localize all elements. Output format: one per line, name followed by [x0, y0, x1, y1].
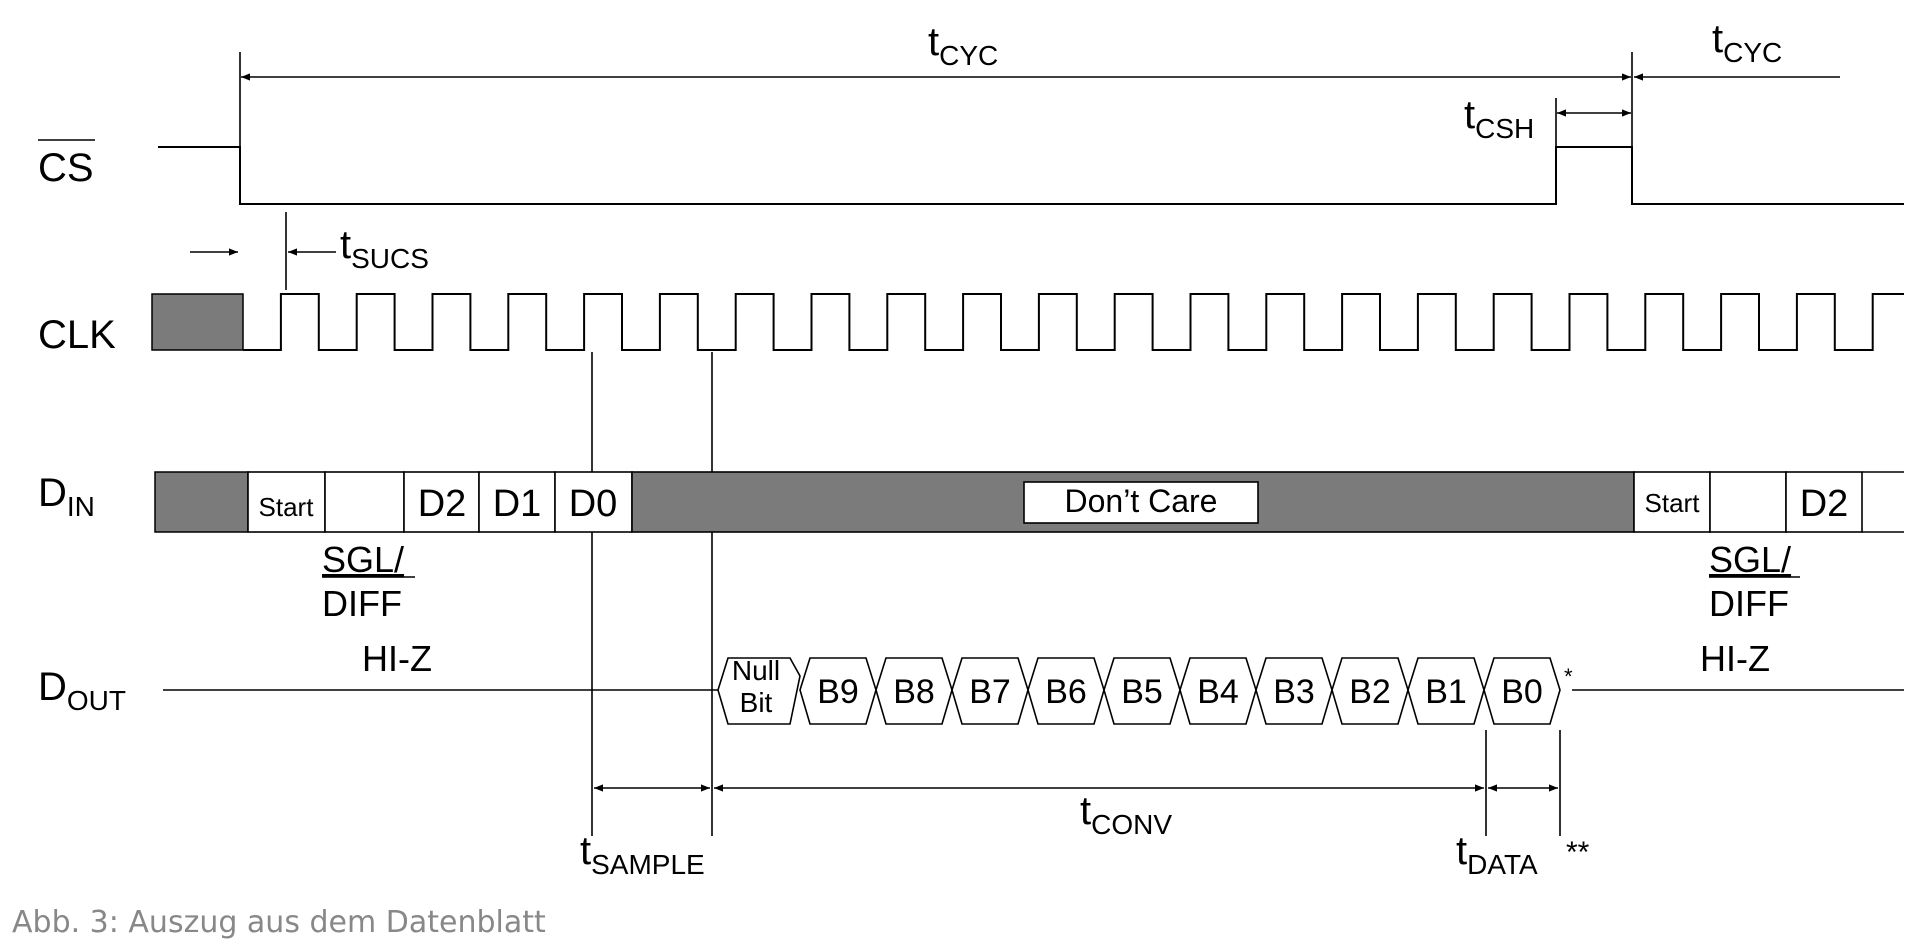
din-d2-text: D2: [418, 483, 467, 525]
dout-bit-label: B4: [1197, 673, 1239, 711]
tdata-label: tDATA: [1456, 829, 1538, 880]
dout-bit-label: B6: [1045, 673, 1087, 711]
din-label: DIN: [38, 471, 95, 522]
din-sgl-diff-bit-2: [1709, 471, 1787, 533]
hiz-text-2: HI-Z: [1700, 638, 1770, 679]
dout-label: DOUT: [38, 665, 126, 716]
clk-label: CLK: [38, 313, 116, 357]
tcyc2-label: tCYC: [1712, 17, 1782, 68]
din-undefined-region: [154, 471, 249, 533]
din-d0-text: D0: [569, 483, 618, 525]
dout-bit-label: B7: [969, 673, 1011, 711]
null-bit-text-2: Bit: [740, 687, 773, 718]
dout-bit-b0: [1483, 657, 1561, 725]
cs-waveform: [158, 146, 1904, 205]
cs-label: CS: [38, 146, 94, 190]
din-dont-care-box: [1023, 481, 1259, 524]
din-start-text: Start: [259, 492, 315, 522]
clk-undefined-region: [151, 293, 244, 351]
din-start-bit-2: [1633, 471, 1711, 533]
dout-bit-label: B8: [893, 673, 935, 711]
dout-bit-label: B0: [1501, 673, 1543, 711]
dout-bit-label: B2: [1349, 673, 1391, 711]
dout-bit-label: B9: [817, 673, 859, 711]
tconv-label: tCONV: [1080, 789, 1172, 840]
dout-bit-label: B5: [1121, 673, 1163, 711]
dout-bit-label: B1: [1425, 673, 1467, 711]
diff-text: DIFF: [322, 583, 402, 624]
null-bit-text-1: Null: [732, 655, 780, 686]
din-d1-text: D1: [493, 483, 542, 525]
tdata-note: **: [1566, 836, 1590, 869]
dout-bit-label: B3: [1273, 673, 1315, 711]
sgl-text-2: SGL/: [1709, 539, 1791, 580]
din-sgl-diff-bit: [324, 471, 405, 533]
clk-waveform: [243, 293, 1904, 351]
dout-bits: B9 B8 B7 B6 B5 B4 B3 B2 B1 B0: [799, 657, 1561, 725]
din-start-text-2: Start: [1645, 488, 1701, 518]
din-dont-care-text: Don’t Care: [1065, 483, 1218, 519]
tsample-label: tSAMPLE: [580, 829, 705, 880]
tcsh-label: tCSH: [1464, 93, 1534, 144]
din-d2-text-2: D2: [1800, 483, 1849, 525]
din-d2-bit-2: [1785, 471, 1863, 533]
dout-note: *: [1564, 664, 1573, 689]
sgl-text: SGL/: [322, 539, 404, 580]
tcyc-label: tCYC: [928, 20, 998, 71]
tsucs-label: tSUCS: [340, 223, 429, 274]
hiz-text: HI-Z: [362, 638, 432, 679]
dout-null-bit: [717, 657, 801, 725]
figure-caption: Abb. 3: Auszug aus dem Datenblatt: [12, 905, 546, 940]
diff-text-2: DIFF: [1709, 583, 1789, 624]
